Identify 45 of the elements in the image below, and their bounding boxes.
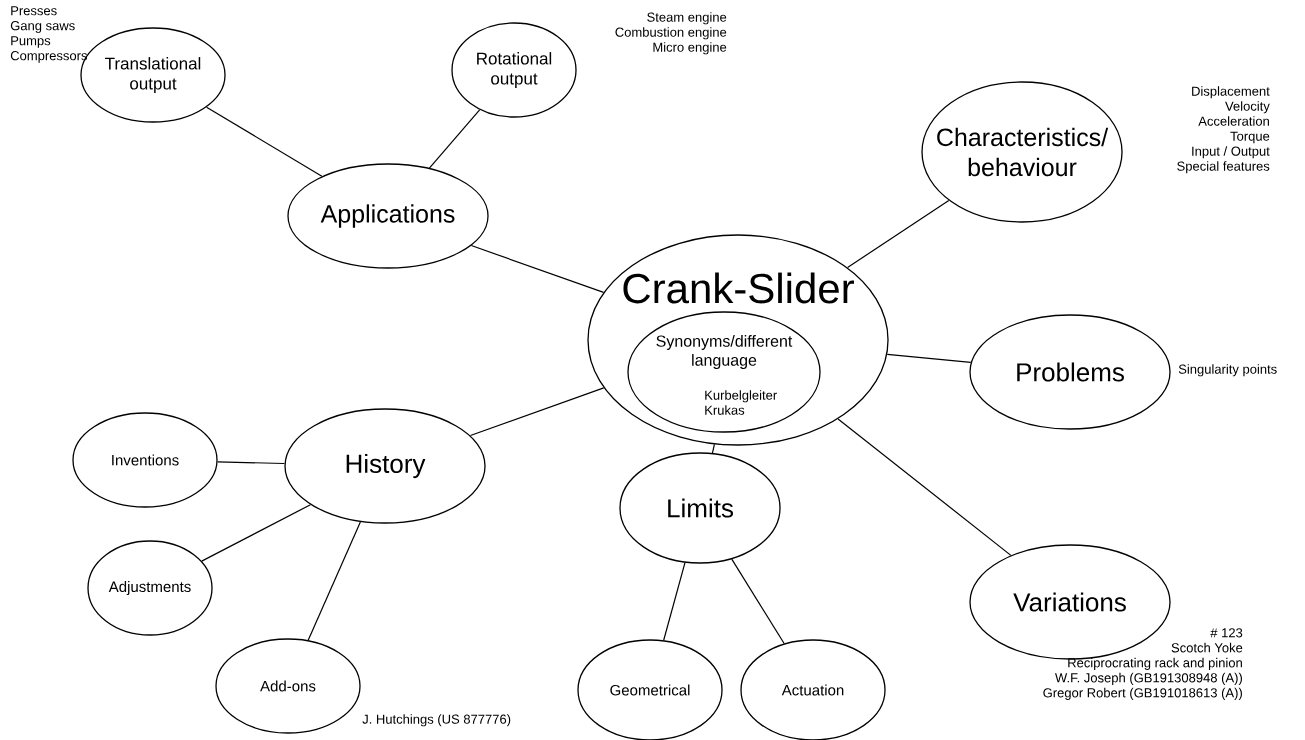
connector-line [469,387,605,437]
node-label: # 123 [1210,628,1243,638]
connector-line [201,504,312,562]
node-label: Velocity [1225,101,1270,114]
connector-line [663,562,686,641]
note-list: Steam engine Combustion engine Micro engine [615,12,727,55]
connector-line [837,418,1012,556]
topic-bubble: Problems [969,314,1171,430]
node-label: Displacement [1192,86,1270,99]
connector-line [470,244,605,293]
connector-line [731,558,785,645]
connector-line [846,199,950,269]
note-list: J. Hutchings (US 877776) [362,714,511,727]
node-label: Input / Output [1192,146,1270,159]
topic-bubble: Rotational output [451,22,577,118]
node-label: Reciprocrating rack and pinion [1068,657,1242,670]
note-list: Presses Gang saws Pumps Compressors [10,6,88,63]
connector-line [428,109,481,169]
node-label: Pumps [11,36,51,48]
topic-bubble: Add-ons [215,638,361,734]
node-label: Torque [1230,131,1270,144]
node-label: Acceleration [1198,116,1269,126]
node-label: Presses [11,6,57,16]
node-label: Gregor Robert (GB191018613 (A)) [1043,687,1242,700]
connector-line [206,106,323,177]
node-label: Gang saws [10,21,75,33]
topic-bubble: Geometrical [577,639,723,740]
topic-bubble: History [284,408,486,524]
connector-line [886,353,972,364]
node-label: Special features [1177,161,1270,174]
node-label: W.F. Joseph (GB191308948 (A)) [1055,672,1242,685]
connector-line [711,443,715,454]
note-list: Displacement Velocity Acceleration Torque Input / Output Special features [1177,86,1270,174]
topic-bubble: Inventions [72,412,218,508]
topic-bubble: Limits [619,452,781,564]
topic-bubble: Characteristics/ behaviour [921,81,1123,223]
topic-bubble: Adjustments [87,540,213,636]
node-label: Scotch Yoke [1171,642,1243,653]
topic-bubble: Applications [287,163,489,269]
topic-bubble: Actuation [740,639,886,740]
topic-bubble: Synonyms/different language Kurbelgleiter Krukas [627,311,821,433]
connector-line [307,521,361,641]
note-list: Singularity points [1178,364,1277,377]
connector-line [217,461,286,465]
node-label: Compressors [10,51,88,63]
